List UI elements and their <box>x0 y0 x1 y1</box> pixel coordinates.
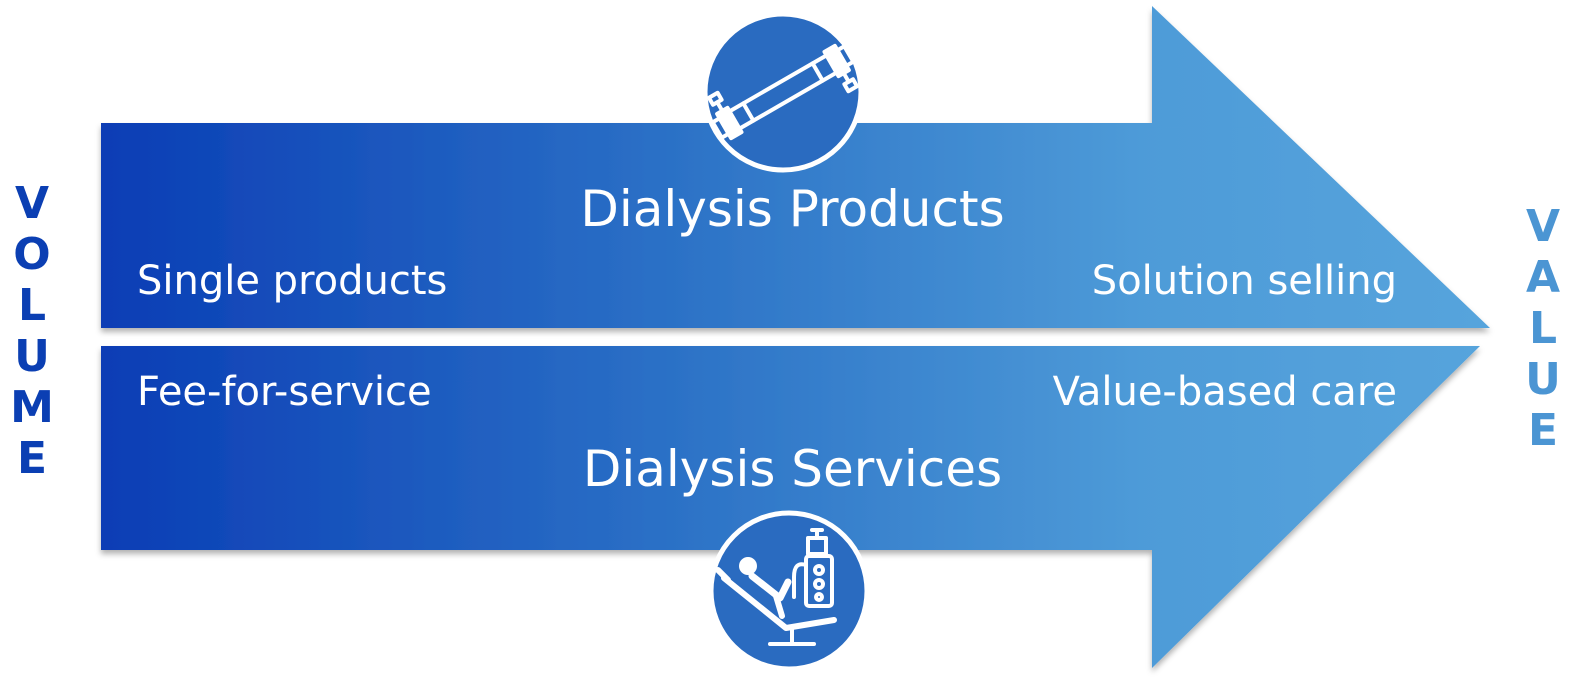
products-left-label: Single products <box>137 258 448 304</box>
products-title: Dialysis Products <box>580 180 1005 238</box>
products-right-label: Solution selling <box>1091 258 1397 304</box>
value-letter: U <box>1525 354 1561 405</box>
volume-axis-label: V O L U M E <box>6 178 58 484</box>
dialysis-patient-chair-icon <box>708 510 870 672</box>
volume-letter: M <box>10 382 54 433</box>
services-left-label: Fee-for-service <box>137 369 432 415</box>
volume-letter: V <box>14 178 50 229</box>
volume-letter: L <box>17 280 47 331</box>
value-letter: L <box>1528 303 1558 354</box>
services-title: Dialysis Services <box>582 440 1003 498</box>
value-letter: V <box>1525 201 1561 252</box>
dialyzer-icon <box>702 11 864 173</box>
value-letter: A <box>1525 252 1561 303</box>
volume-letter: E <box>16 433 48 484</box>
volume-letter: O <box>13 229 51 280</box>
services-right-label: Value-based care <box>1052 369 1397 415</box>
value-letter: E <box>1527 405 1559 456</box>
arrow-lower-band <box>101 346 1480 668</box>
value-axis-label: V A L U E <box>1517 201 1569 456</box>
volume-letter: U <box>14 331 50 382</box>
